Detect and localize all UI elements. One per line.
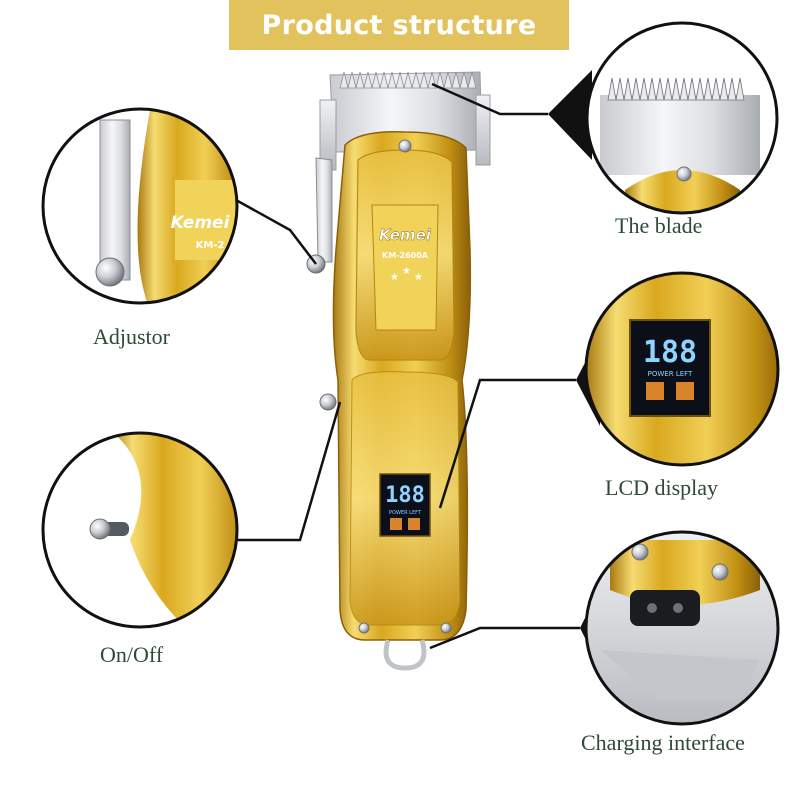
leader-adjustor <box>235 198 317 265</box>
svg-text:★: ★ <box>402 266 411 277</box>
label-adjustor: Adjustor <box>93 324 170 349</box>
zoom-lcd-digits: 188 <box>643 335 697 370</box>
zoom-lcd-plug-icon <box>676 382 694 400</box>
lcd-clipper-icon <box>390 518 402 530</box>
lcd-digits: 188 <box>385 483 425 508</box>
lcd-plug-icon <box>408 518 420 530</box>
zoom-lcd-caption: POWER LEFT <box>648 370 693 378</box>
brand-logo: Kemei <box>379 226 432 244</box>
clipper-body <box>306 71 491 671</box>
zoom-charging <box>580 530 780 726</box>
blade-teeth <box>339 71 477 89</box>
svg-text:★: ★ <box>390 272 399 283</box>
label-on-off: On/Off <box>100 642 164 667</box>
star-marks: ★ ★ ★ <box>390 266 423 283</box>
zoom-onoff <box>41 431 239 629</box>
leader-lcd <box>438 378 576 509</box>
leader-onoff <box>238 401 342 542</box>
leader-charging <box>429 626 580 650</box>
zoom-blade <box>548 21 779 215</box>
charging-port <box>630 590 700 626</box>
page-title: Product structure <box>261 9 537 41</box>
lcd-caption: POWER LEFT <box>389 510 422 516</box>
title-banner: Product structure <box>229 0 569 50</box>
zoom-adjustor-model: KM-2 <box>196 240 225 251</box>
zoom-adjustor-brand: Kemei <box>171 213 231 233</box>
model-number: KM-2600A <box>382 251 429 260</box>
zoom-lcd-clipper-icon <box>646 382 664 400</box>
lcd-screen: 188 POWER LEFT <box>379 473 431 537</box>
svg-text:★: ★ <box>414 272 423 283</box>
label-charging-interface: Charging interface <box>581 730 745 755</box>
zoom-adjustor: Kemei KM-2 <box>41 107 239 305</box>
label-blade: The blade <box>615 213 703 238</box>
leader-blade <box>431 82 548 116</box>
leader-lines <box>235 82 580 650</box>
zoom-lcd: 188 POWER LEFT <box>576 271 780 467</box>
label-lcd-display: LCD display <box>605 475 719 500</box>
